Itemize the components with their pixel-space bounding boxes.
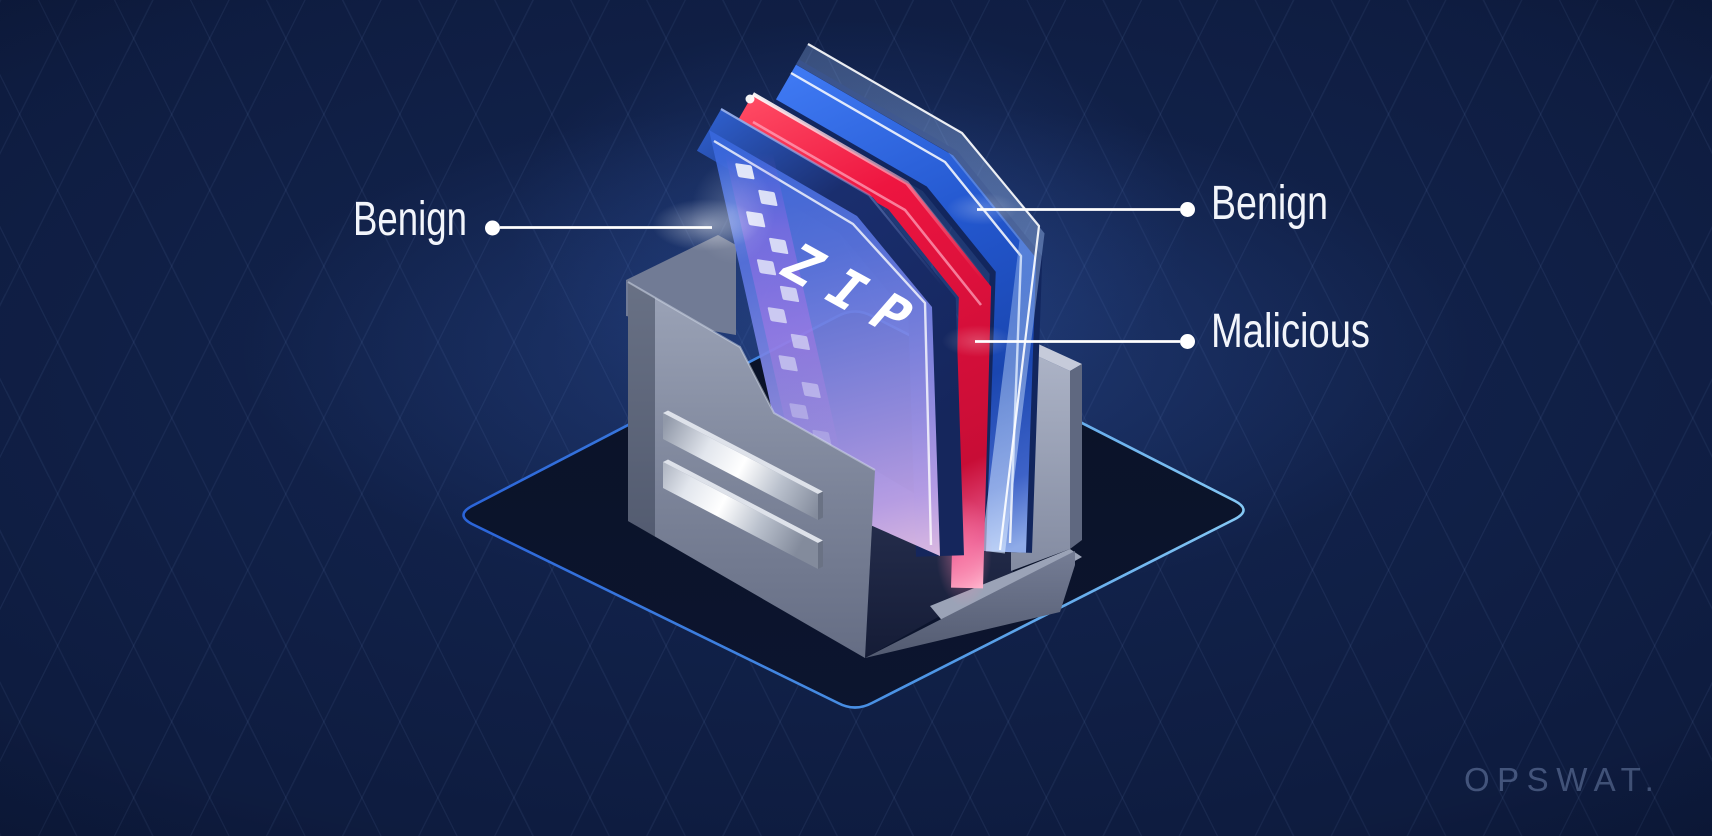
callout-dot bbox=[1180, 202, 1195, 217]
callout-label-benign-left: Benign bbox=[353, 193, 467, 246]
callout-dot bbox=[1180, 334, 1195, 349]
zipper-top-glow bbox=[691, 160, 775, 264]
callout-dot bbox=[485, 220, 500, 236]
callout-label-benign-right: Benign bbox=[1211, 177, 1328, 230]
malicious-file-glint bbox=[745, 94, 755, 104]
callout-label-malicious: Malicious bbox=[1211, 305, 1370, 358]
folder-front-left-shade bbox=[628, 282, 655, 537]
opswat-logo: OPSWAT. bbox=[1464, 761, 1661, 798]
folder-inner-right-wall-side bbox=[1070, 364, 1082, 549]
